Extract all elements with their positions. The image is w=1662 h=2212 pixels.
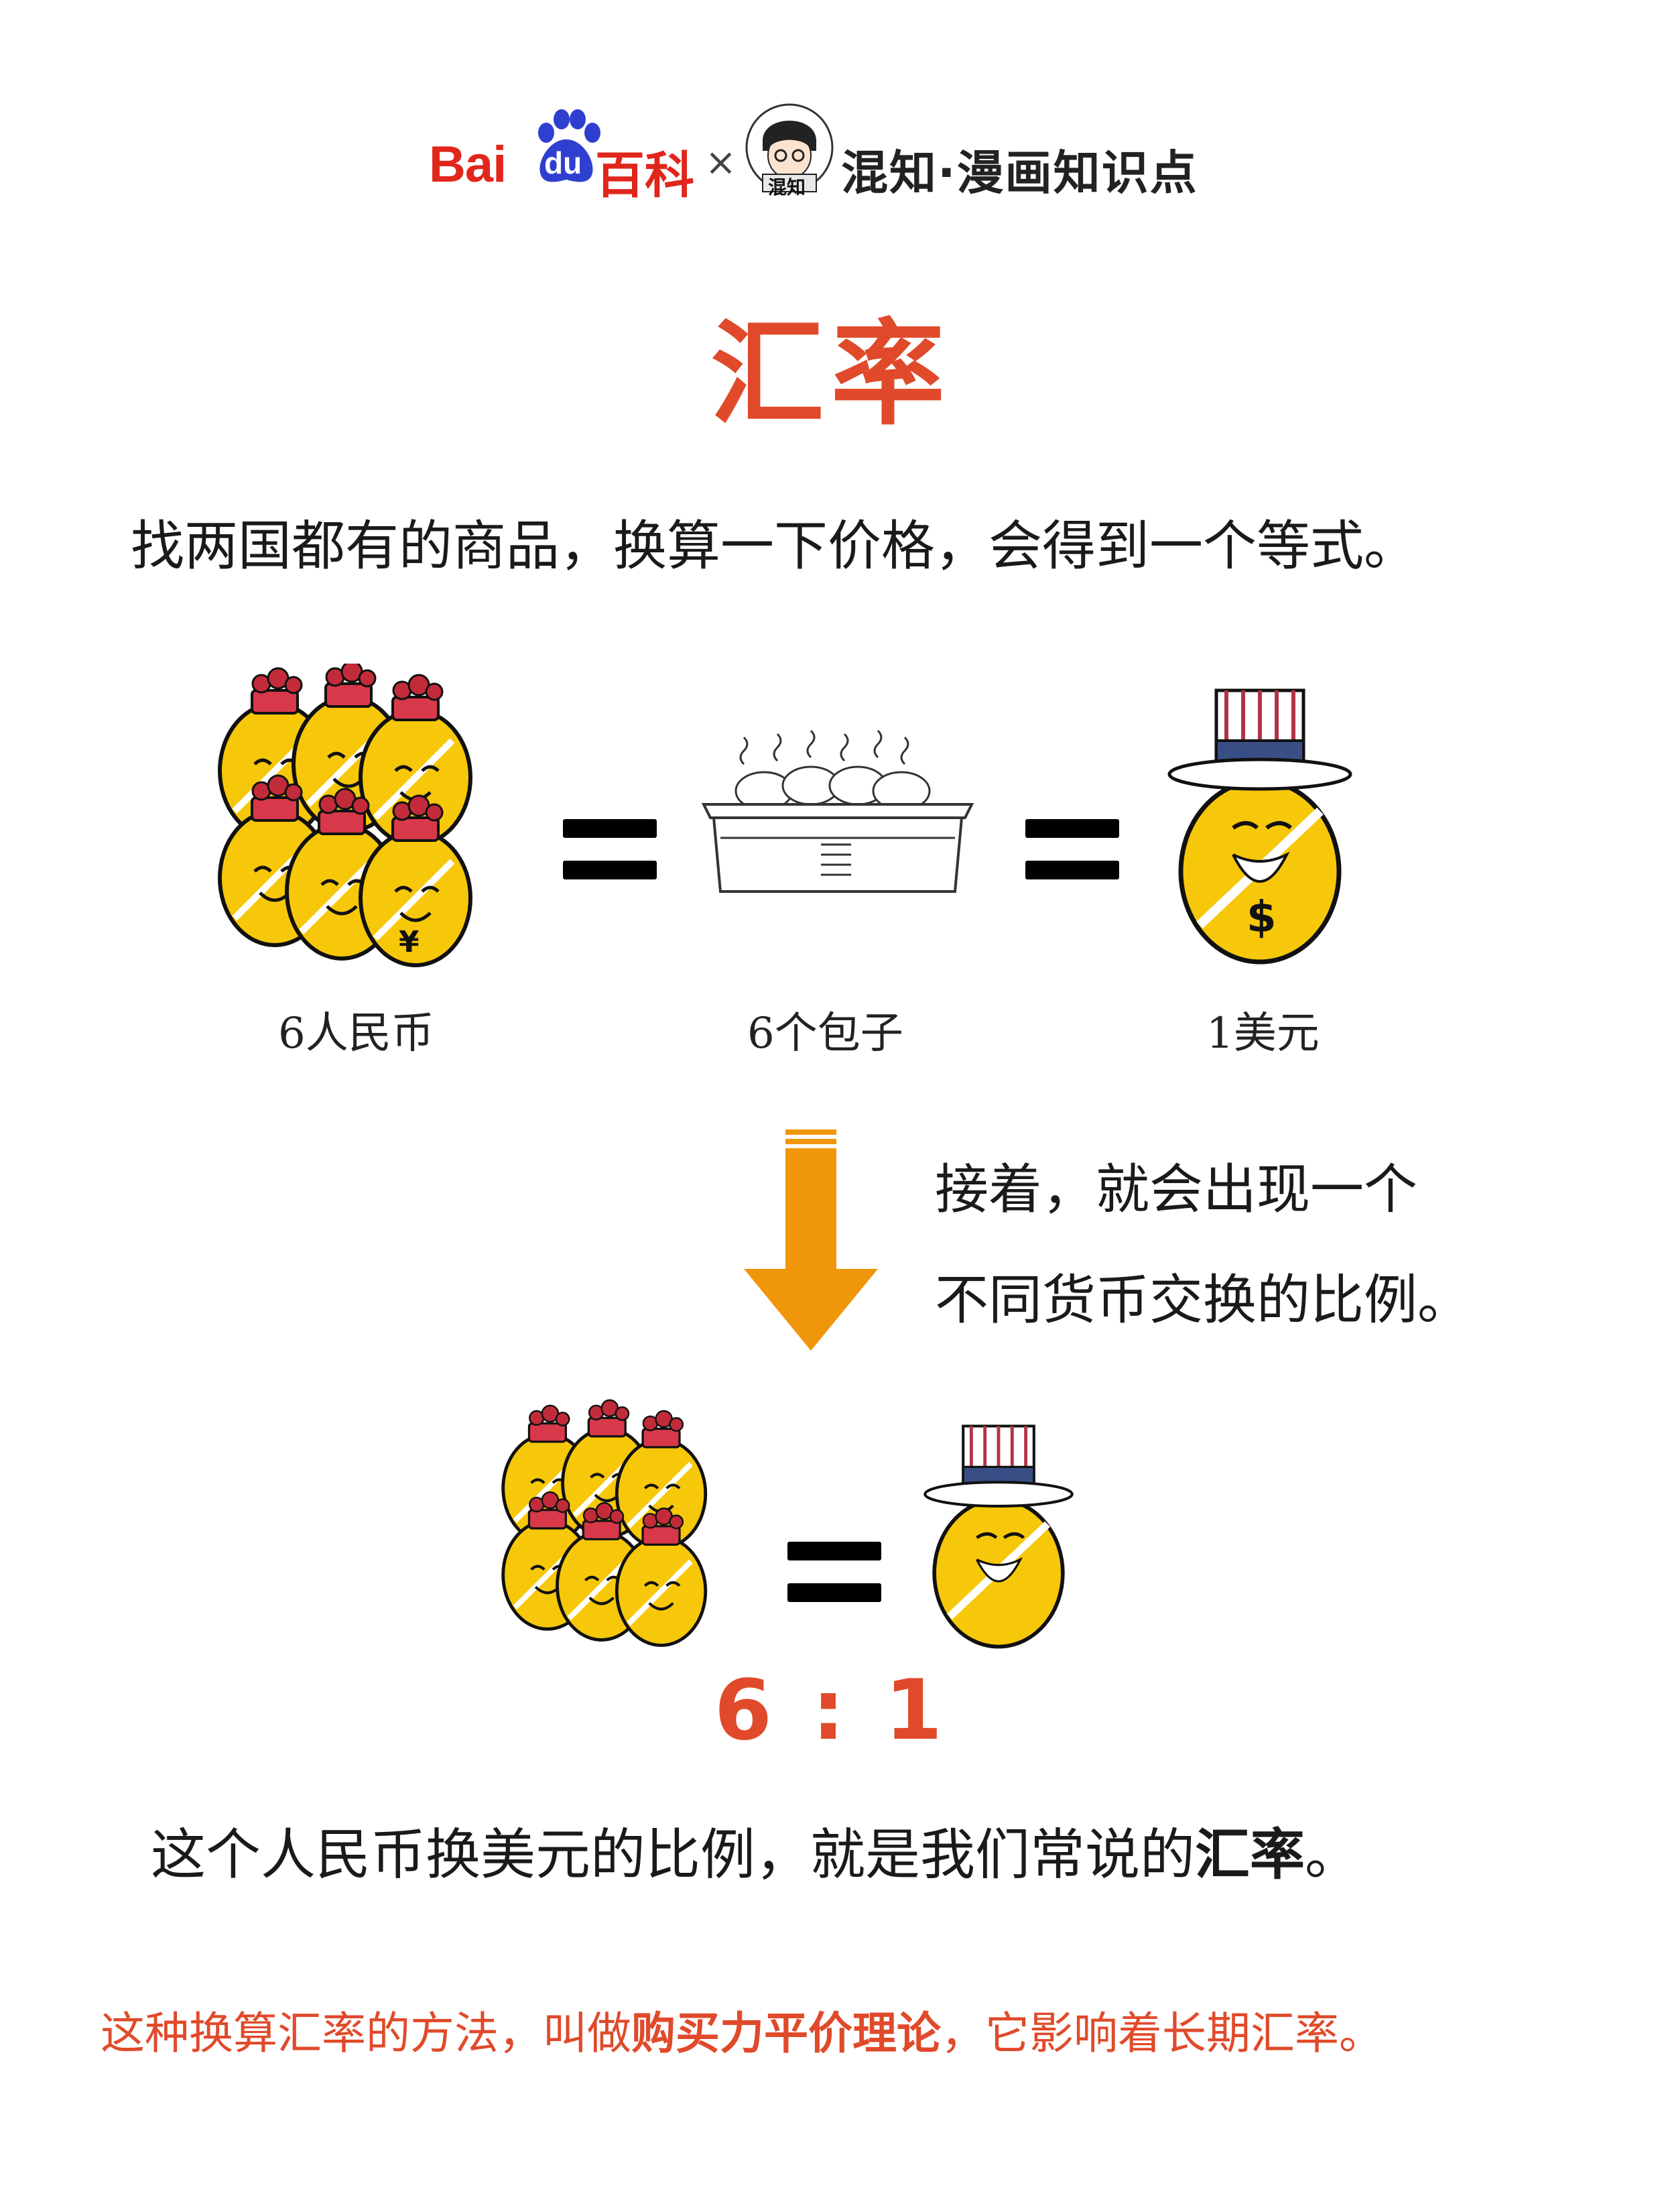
rmb-coin-stack-illustration: ¥ [194,664,543,985]
baidu-du-text: du [544,145,582,180]
usd-caption: 1美元 [1206,1009,1320,1058]
exchange-ratio: 6 : 1 [714,1662,948,1759]
conclusion-main: 这个人民币换美元的比例，就是我们常说的 [151,1823,1196,1887]
hunzhi-badge-text: 混知 [768,176,806,198]
footer-before: 这种换算汇率的方法，叫做 [101,2008,631,2059]
baike-text: 百科 [595,147,694,204]
intro-text: 找两国都有的商品，换算一下价格，会得到一个等式。 [131,515,1417,577]
rmb-caption: 6人民币 [278,1009,434,1058]
rmb-coin-stack-illustration-2 [483,1398,764,1666]
baidu-paw-icon [538,109,600,182]
yuan-symbol: ¥ [399,925,420,959]
cross-mark: × [705,141,737,184]
conclusion-end: 。 [1305,1823,1360,1887]
brand-title: 混知·漫画知识点 [841,145,1198,200]
conclusion-text: 这个人民币换美元的比例，就是我们常说的汇率。 [151,1810,1360,1890]
equals-sign-1 [563,819,657,886]
header: Bai du 百科 × 混知 混知·漫画知识点 [0,101,1662,204]
steamed-buns-steamer-illustration [701,729,974,893]
footer-after: ，它影响着长期汇率。 [941,2008,1383,2059]
equals-sign-2 [1025,819,1119,886]
footer-keyword: 购买力平价理论 [631,2008,941,2059]
usd-coin-illustration-2 [923,1424,1074,1649]
buns-caption: 6个包子 [747,1009,903,1058]
conclusion-keyword: 汇率 [1195,1823,1305,1887]
footer-note: 这种换算汇率的方法，叫做购买力平价理论，它影响着长期汇率。 [101,1998,1383,2062]
arrow-text-line-1: 接着，就会出现一个 [935,1158,1417,1221]
dollar-symbol: $ [1246,893,1277,942]
hunzhi-avatar-logo: 混知 [743,101,836,201]
page-title: 汇率 [710,308,952,441]
usd-coin-illustration: $ [1167,688,1352,965]
arrow-text-line-2: 不同货币交换的比例。 [935,1269,1471,1331]
down-arrow-icon [744,1129,878,1351]
baidu-logo-text: Bai [429,136,507,193]
equals-sign-3 [787,1542,881,1609]
